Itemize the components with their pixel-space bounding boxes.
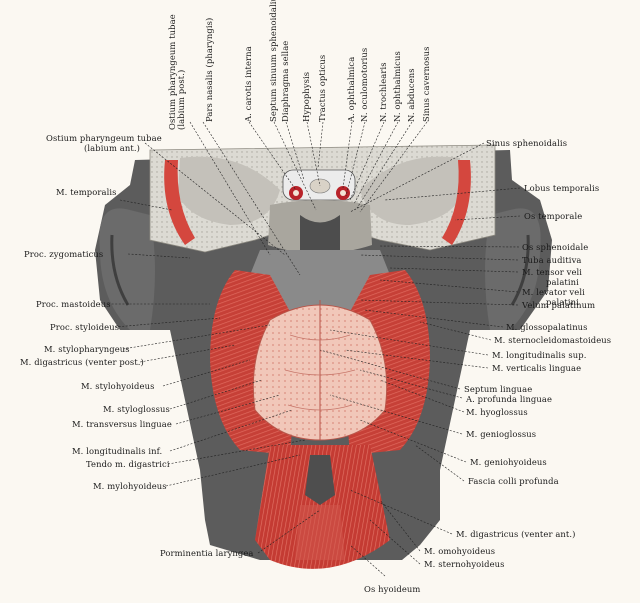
label-n-abducens: N. abducens xyxy=(406,68,416,122)
label-porminentia: Porminentia laryngea xyxy=(160,548,254,558)
label-m-geniohyoideus: M. geniohyoideus xyxy=(470,457,547,467)
label-sinus-cavernosus: Sinus cavernosus xyxy=(421,46,431,122)
label-a-ophthalmica: A. ophthalmica xyxy=(346,56,356,122)
label-pars-nasalis: Pars nasalis (pharyngis) xyxy=(204,17,214,122)
label-fascia: Fascia colli profunda xyxy=(468,476,559,486)
label-m-omohyoideus: M. omohyoideus xyxy=(424,546,496,556)
label-os-hyoideum: Os hyoideum xyxy=(364,584,421,594)
label-m-levator-2: palatini xyxy=(546,297,579,307)
label-a-profunda: A. profunda linguae xyxy=(466,394,553,404)
label-tendo: Tendo m. digastrici xyxy=(86,459,170,469)
label-septum-sinuum: Septum sinuum sphenoidalium xyxy=(268,0,278,122)
temporalis-left xyxy=(164,160,195,245)
label-n-oculomotorius: N. oculomotorius xyxy=(359,47,369,122)
label-proc-styloideus: Proc. styloideus xyxy=(50,322,120,332)
label-m-stylopharyngeus: M. stylopharyngeus xyxy=(44,344,130,354)
label-hypophysis: Hypophysis xyxy=(301,71,311,122)
label-m-tensor-2: palatini xyxy=(546,277,579,287)
label-m-longitudinalis-sup: M. longitudinalis sup. xyxy=(492,350,587,360)
label-m-temporalis: M. temporalis xyxy=(56,187,117,197)
label-septum-linguae: Septum linguae xyxy=(464,384,533,394)
label-m-sternohyoideus: M. sternohyoideus xyxy=(424,559,505,569)
label-n-ophthalmicus: N. ophthalmicus xyxy=(392,51,402,122)
label-proc-zyg: Proc. zygomaticus xyxy=(24,249,104,259)
label-m-tensor: M. tensor veli xyxy=(522,267,583,277)
label-lobus-temporalis: Lobus temporalis xyxy=(524,183,600,193)
label-ostium-ant-2: (labium ant.) xyxy=(84,143,140,153)
label-m-digastricus-post: M. digastricus (venter post.) xyxy=(20,357,144,367)
temporalis-right xyxy=(442,160,471,245)
label-m-hyoglossus: M. hyoglossus xyxy=(466,407,528,417)
label-m-verticalis: M. verticalis linguae xyxy=(492,363,582,373)
lobus-temporalis-left xyxy=(178,156,280,225)
label-sinus-sphenoidalis: Sinus sphenoidalis xyxy=(486,138,568,148)
label-tractus: Tractus opticus xyxy=(317,54,327,122)
label-m-digastricus-ant: M. digastricus (venter ant.) xyxy=(456,529,576,539)
label-tuba-auditiva: Tuba auditiva xyxy=(522,255,582,265)
label-m-transversus: M. transversus linguae xyxy=(72,419,172,429)
label-diaphragma: Diaphragma sellae xyxy=(280,40,290,122)
label-m-longitudinalis-inf: M. longitudinalis inf. xyxy=(72,446,163,456)
label-ostium-post: Ostium pharyngeum tubae (labium post.) xyxy=(167,14,186,130)
label-os-sphenoidale: Os sphenoidale xyxy=(522,242,589,252)
label-n-trochlearis: N. trochlearis xyxy=(378,62,388,122)
label-m-sternocleido: M. sternocleidomastoideus xyxy=(494,335,612,345)
label-m-levator: M. levator veli xyxy=(522,287,585,297)
leader-lines xyxy=(108,121,521,577)
label-velum: Velum palatinum xyxy=(522,300,596,310)
label-os-temporale: Os temporale xyxy=(524,211,583,221)
label-ostium-ant: Ostium pharyngeum tubae xyxy=(46,133,162,143)
label-m-mylohyoideus: M. mylohyoideus xyxy=(93,481,167,491)
label-m-glossopalatinus: M. glossopalatinus xyxy=(506,322,588,332)
left-ear xyxy=(99,208,155,330)
label-m-genioglossus: M. genioglossus xyxy=(466,429,537,439)
label-proc-mastoideus: Proc. mastoideus xyxy=(36,299,111,309)
label-a-carotis: A. carotis interna xyxy=(243,46,253,122)
label-m-styloglossus: M. styloglossus xyxy=(103,404,170,414)
label-m-stylohyoideus: M. stylohyoideus xyxy=(81,381,155,391)
lobus-temporalis-right xyxy=(360,156,462,225)
